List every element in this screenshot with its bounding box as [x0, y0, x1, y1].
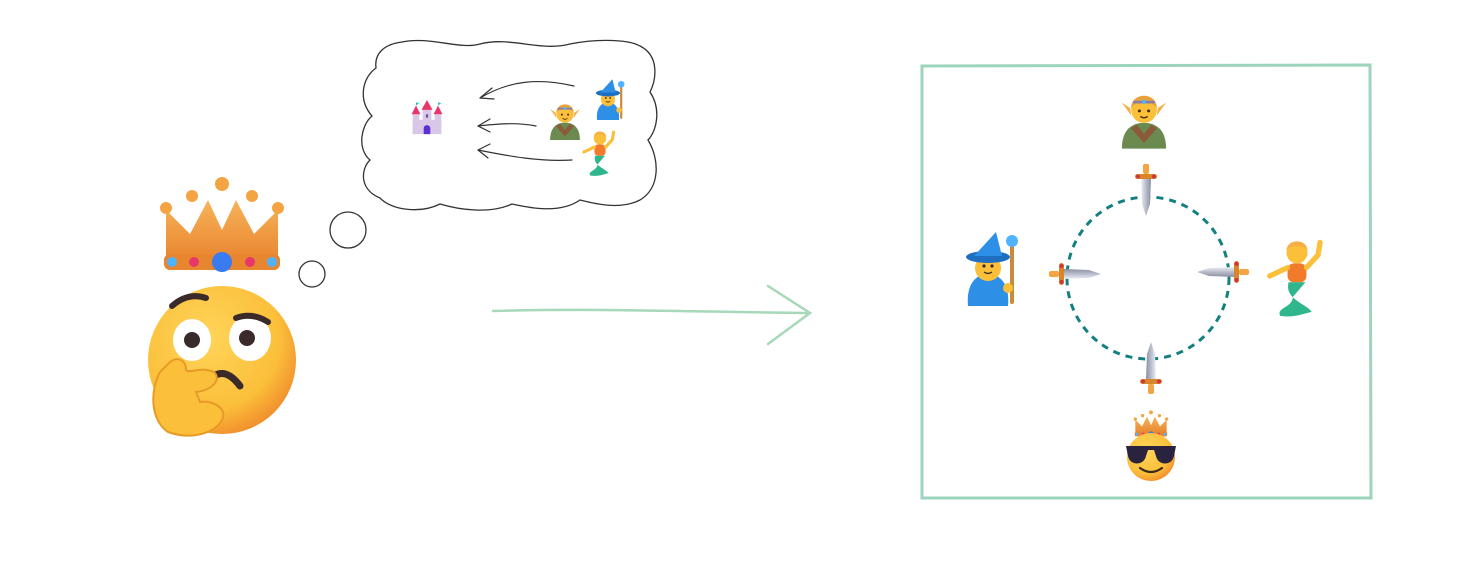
thought-dot-small	[298, 260, 326, 288]
dagger-icon-bottom	[1140, 342, 1162, 394]
dagger-icon-left	[1049, 263, 1101, 285]
thought-dot-large	[329, 211, 367, 249]
dashed-circle	[1065, 195, 1231, 361]
cool-king	[1126, 410, 1176, 481]
arrow-icon	[479, 80, 575, 100]
thinking-face-icon	[148, 286, 296, 437]
arrow-icon	[477, 143, 573, 161]
crown-icon	[1133, 410, 1169, 437]
thought-bubble	[298, 39, 658, 288]
dagger-icon-top	[1135, 164, 1157, 216]
arrow-icon	[477, 118, 537, 133]
dagger-icon-right	[1197, 261, 1249, 283]
thinking-king	[148, 177, 296, 437]
arrangement-frame	[920, 63, 1373, 500]
sunglasses-face-icon	[1126, 433, 1176, 481]
thought-contents	[411, 78, 625, 178]
elf-icon	[1121, 95, 1167, 150]
thought-cloud	[361, 39, 658, 211]
crown-icon	[160, 177, 284, 272]
mermaid-icon	[1270, 241, 1320, 316]
mage-icon	[965, 231, 1019, 307]
right-arrow-icon	[491, 284, 813, 346]
